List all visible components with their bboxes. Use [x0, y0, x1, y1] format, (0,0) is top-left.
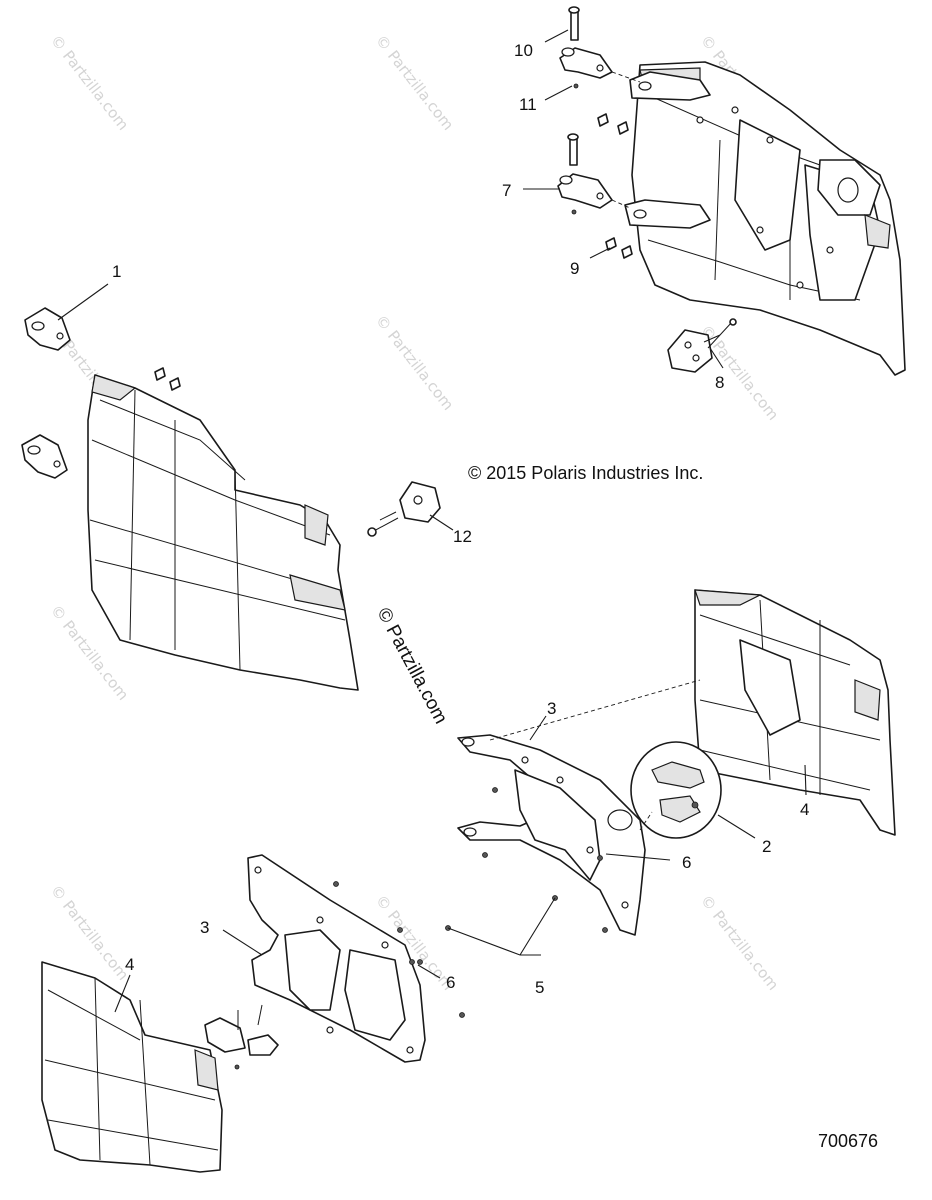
partzilla-vertical-watermark: © Partzilla.com: [373, 604, 452, 727]
callout-12: 12: [453, 527, 472, 546]
watermark: © Partzilla.com: [697, 321, 782, 423]
callout-3-left: 3: [200, 918, 209, 937]
callout-9: 9: [570, 259, 579, 278]
callout-2: 2: [762, 837, 771, 856]
door-panel-large: [87, 374, 359, 691]
callout-6-right: 6: [682, 853, 691, 872]
striker-plate-8: [667, 318, 737, 373]
panel-bolts: [154, 367, 181, 391]
callout-1: 1: [112, 262, 121, 281]
callout-5: 5: [535, 978, 544, 997]
diagram-number: 700676: [818, 1131, 878, 1151]
leader-lines: [57, 29, 807, 1013]
callout-4-left: 4: [125, 955, 134, 974]
upper-hinge-group: [557, 6, 633, 259]
rear-door-assembly: [624, 61, 906, 376]
latch-parts-lower: [204, 1004, 279, 1070]
door-frame-3-right: [457, 734, 646, 936]
watermark: © Partzilla.com: [372, 31, 457, 133]
hinge-part-1: [21, 307, 71, 479]
door-frame-3-left: [247, 854, 426, 1063]
alignment-lines: [489, 71, 701, 831]
door-panel-4-left: [41, 961, 223, 1173]
watermark: © Partzilla.com: [47, 31, 132, 133]
callout-7: 7: [502, 181, 511, 200]
callout-8: 8: [715, 373, 724, 392]
door-panel-4-right: [694, 589, 896, 836]
callout-3-right: 3: [547, 699, 556, 718]
copyright-text: © 2015 Polaris Industries Inc.: [468, 463, 703, 483]
callout-10: 10: [514, 41, 533, 60]
latch-assembly-2: [630, 741, 722, 839]
callout-4-right: 4: [800, 800, 809, 819]
mount-hole: [633, 209, 647, 219]
callout-11: 11: [519, 95, 537, 114]
frame-screws-right: [445, 787, 608, 933]
watermark: © Partzilla.com: [697, 891, 782, 993]
mount-hole: [638, 81, 652, 91]
watermark: © Partzilla.com: [372, 311, 457, 413]
callout-labels: 10 11 7 9 8 1 12 3 4 2 6 5 6 3 4: [112, 41, 809, 997]
callout-6-left: 6: [446, 973, 455, 992]
frame-screws-left: [333, 881, 465, 1018]
latch-plate-12: [367, 481, 441, 537]
